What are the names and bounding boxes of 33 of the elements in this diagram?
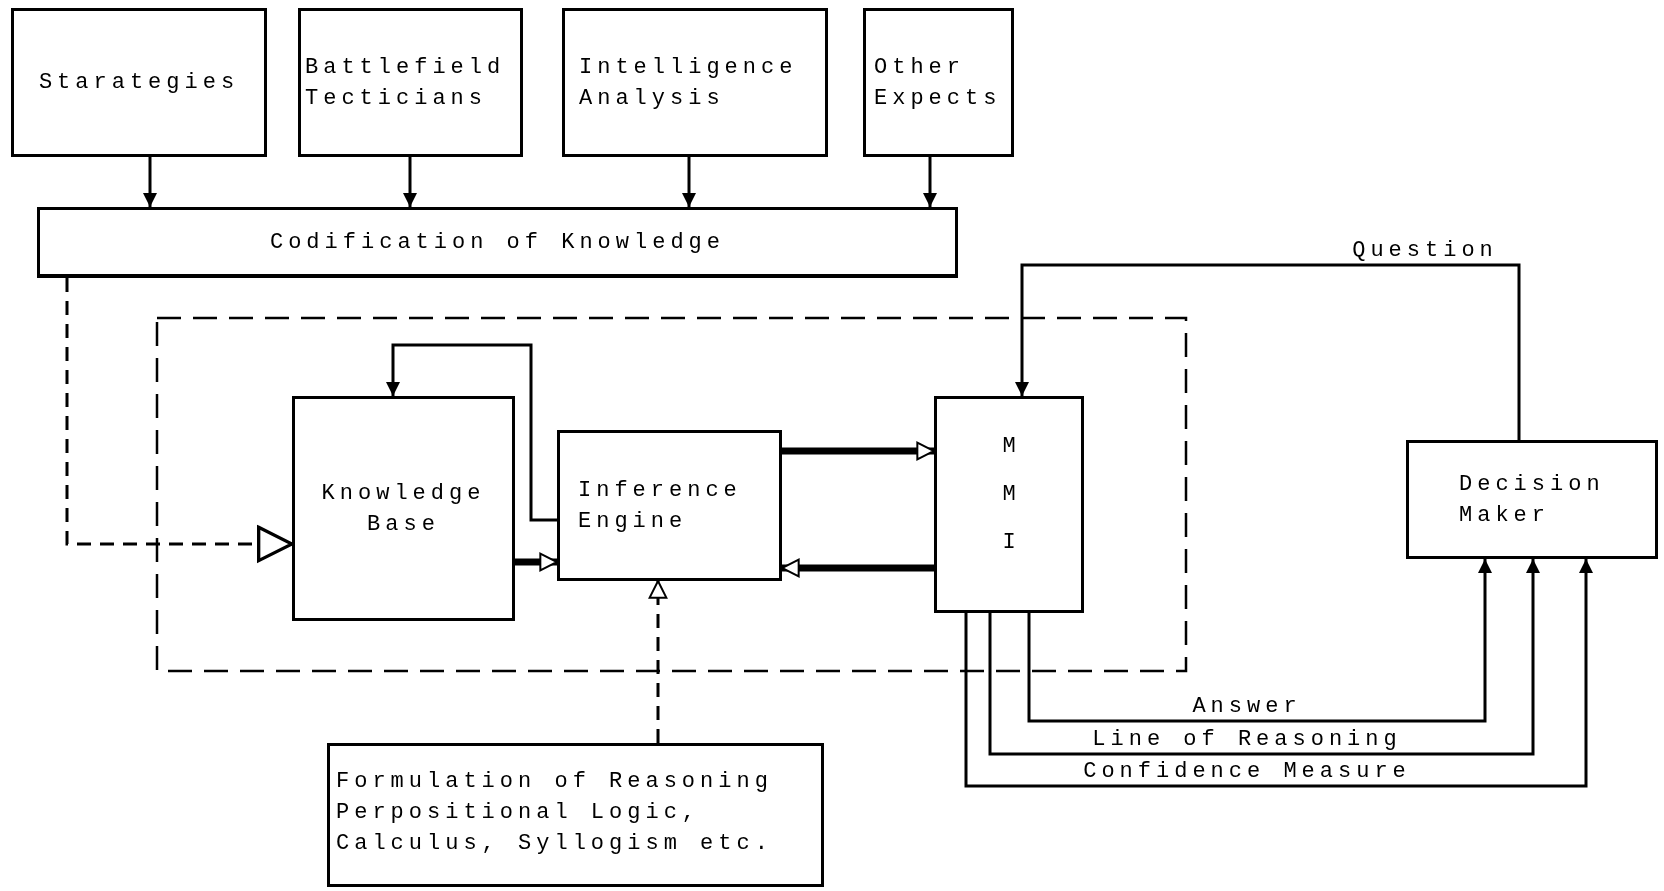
- arrow: [143, 157, 157, 207]
- process-box: [934, 396, 1084, 613]
- node-text: Battlefield Tecticians: [305, 53, 507, 113]
- node-text: M M I: [1001, 433, 1017, 557]
- thick-arrow: [781, 558, 934, 578]
- dashed-arrow: [648, 580, 668, 743]
- process-box: [292, 396, 515, 621]
- arrow: [403, 157, 417, 207]
- arrow: [386, 343, 557, 522]
- process-box: [562, 8, 828, 157]
- process-box: [1406, 440, 1658, 559]
- arrow: [1015, 263, 1521, 440]
- arrow: [682, 157, 696, 207]
- thick-arrow: [782, 441, 935, 461]
- node-text: Starategies: [38, 69, 240, 97]
- node-text: Codification of Knowledge: [269, 228, 726, 257]
- arrow: [964, 559, 1593, 788]
- arrow: [923, 157, 937, 207]
- process-bar: [37, 207, 958, 278]
- node-text: Knowledge Base: [320, 479, 487, 539]
- thick-arrow: [515, 552, 558, 572]
- node-text: Decision Maker: [1459, 470, 1606, 530]
- process-box: [11, 8, 267, 157]
- node-text: Intelligence Analysis: [579, 53, 799, 113]
- process-box: [327, 743, 824, 887]
- process-box: [298, 8, 523, 157]
- node-text: Other Expects: [874, 53, 1003, 113]
- process-box: [557, 430, 782, 581]
- node-text: Inference Engine: [578, 476, 743, 536]
- arrow: [1027, 559, 1492, 723]
- process-box: [863, 8, 1014, 157]
- node-text: Formulation of Reasoning Perpositional Logic, Calculus, Syllogism etc.: [336, 768, 774, 858]
- dashed-arrow: [65, 278, 294, 563]
